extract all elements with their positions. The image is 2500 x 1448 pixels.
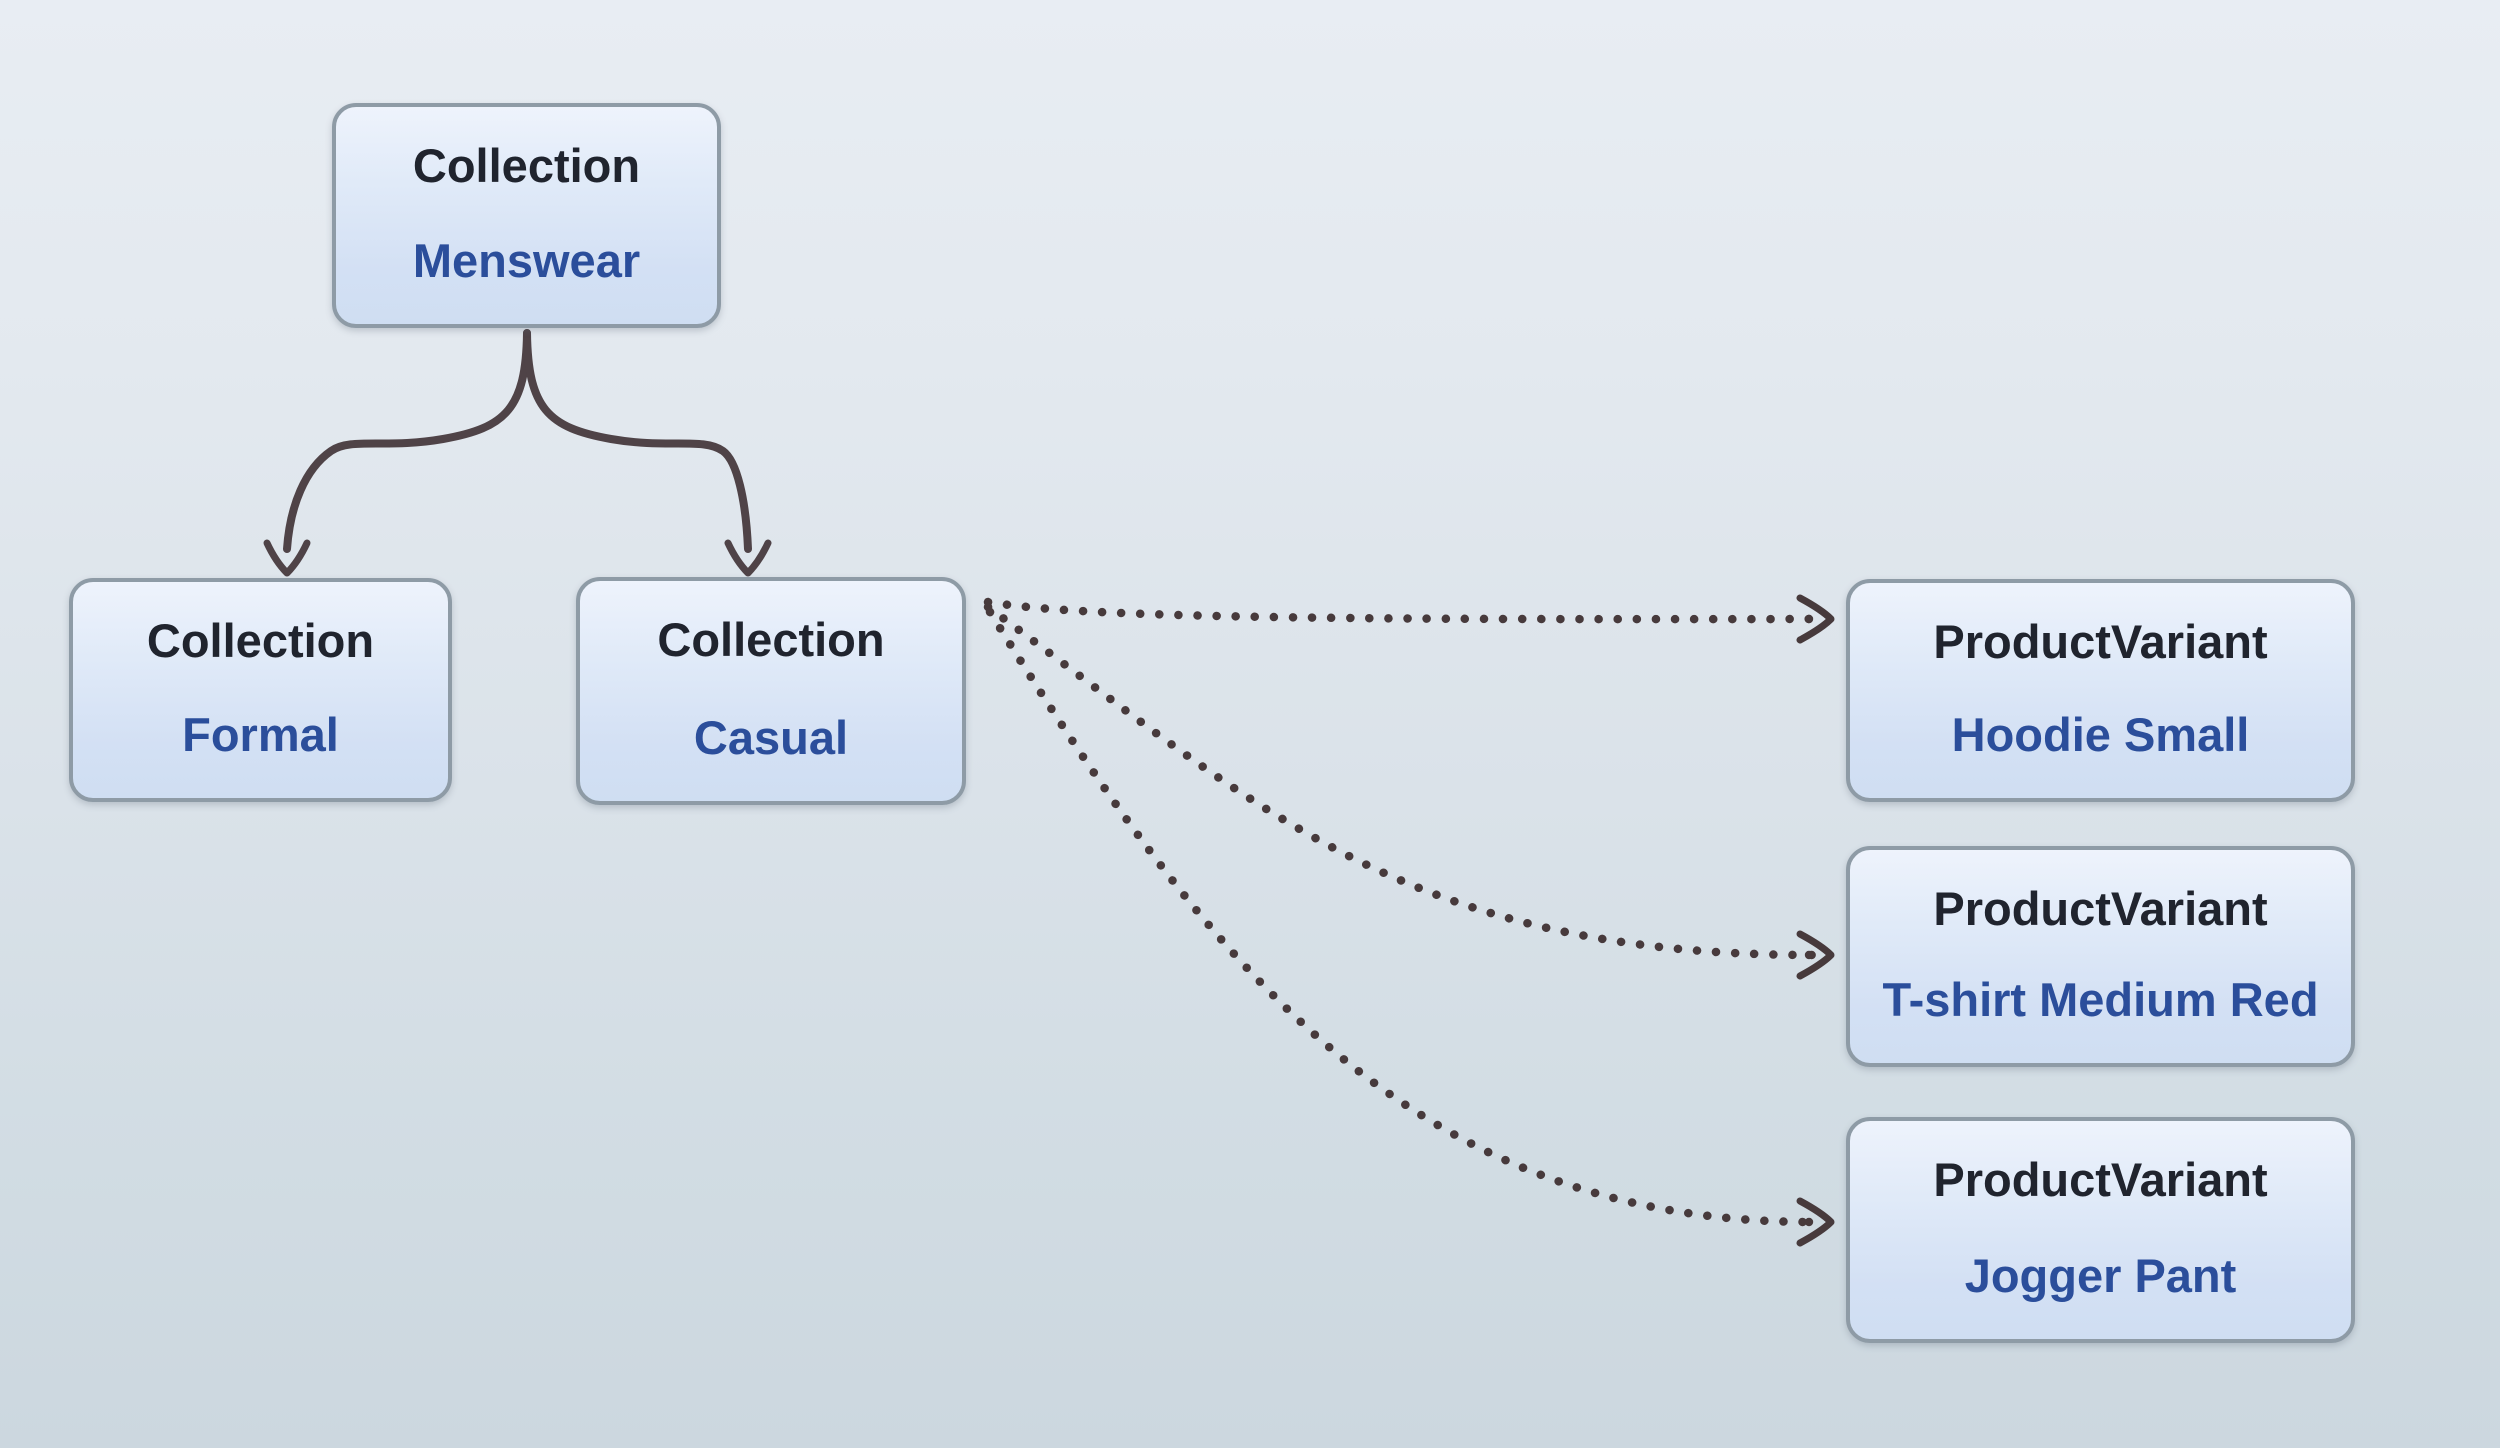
node-name-label: Casual xyxy=(693,710,849,764)
edge-casual-hoodie xyxy=(983,597,1817,624)
node-productvariant-hoodie-small: ProductVariant Hoodie Small xyxy=(1846,579,2355,802)
node-type-label: ProductVariant xyxy=(1933,1153,2268,1206)
node-type-label: Collection xyxy=(412,139,641,192)
node-type-label: Collection xyxy=(146,614,375,667)
node-collection-casual: Collection Casual xyxy=(576,577,966,805)
arrowhead-tshirt xyxy=(1796,930,1835,980)
node-name-label: Hoodie Small xyxy=(1951,707,2250,761)
node-name-label: Jogger Pant xyxy=(1964,1248,2237,1302)
edge-menswear-casual xyxy=(523,329,752,553)
node-type-label: ProductVariant xyxy=(1933,882,2268,935)
node-collection-menswear: Collection Menswear xyxy=(332,103,721,328)
node-collection-formal: Collection Formal xyxy=(69,578,452,802)
edge-menswear-formal xyxy=(283,329,531,553)
node-type-label: ProductVariant xyxy=(1933,615,2268,668)
arrowhead-hoodie xyxy=(1796,594,1835,644)
node-type-label: Collection xyxy=(657,613,885,666)
edge-casual-tshirt xyxy=(983,602,1817,960)
node-name-label: Formal xyxy=(182,707,339,761)
arrowhead-jogger xyxy=(1796,1197,1835,1247)
arrowhead-casual xyxy=(724,539,772,577)
node-productvariant-tshirt-medium-red: ProductVariant T-shirt Medium Red xyxy=(1846,846,2355,1067)
node-productvariant-jogger-pant: ProductVariant Jogger Pant xyxy=(1846,1117,2355,1343)
arrowhead-formal xyxy=(263,539,311,577)
dot-tip-hoodie xyxy=(1804,614,1814,624)
dot-tip-tshirt xyxy=(1804,950,1814,960)
node-name-label: Menswear xyxy=(412,233,641,287)
node-name-label: T-shirt Medium Red xyxy=(1882,972,2319,1026)
dot-tip-jogger xyxy=(1804,1217,1814,1227)
edge-casual-jogger xyxy=(985,607,1817,1227)
